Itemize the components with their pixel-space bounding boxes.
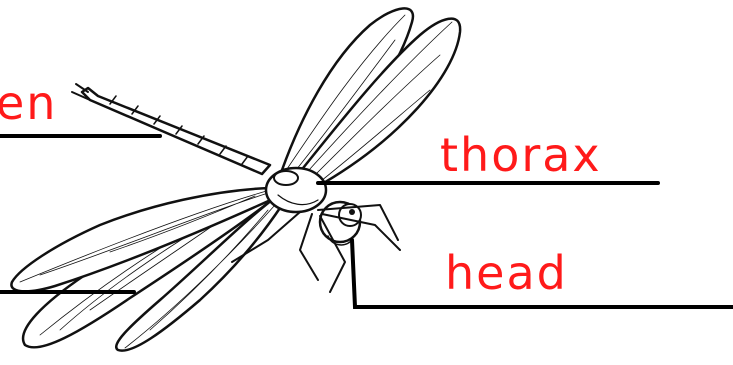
abdomen-label: en	[0, 80, 57, 126]
thorax-plate	[274, 171, 298, 185]
head-label: head	[445, 250, 568, 296]
abdomen-segments	[82, 88, 270, 174]
thorax-label: thorax	[440, 132, 602, 178]
